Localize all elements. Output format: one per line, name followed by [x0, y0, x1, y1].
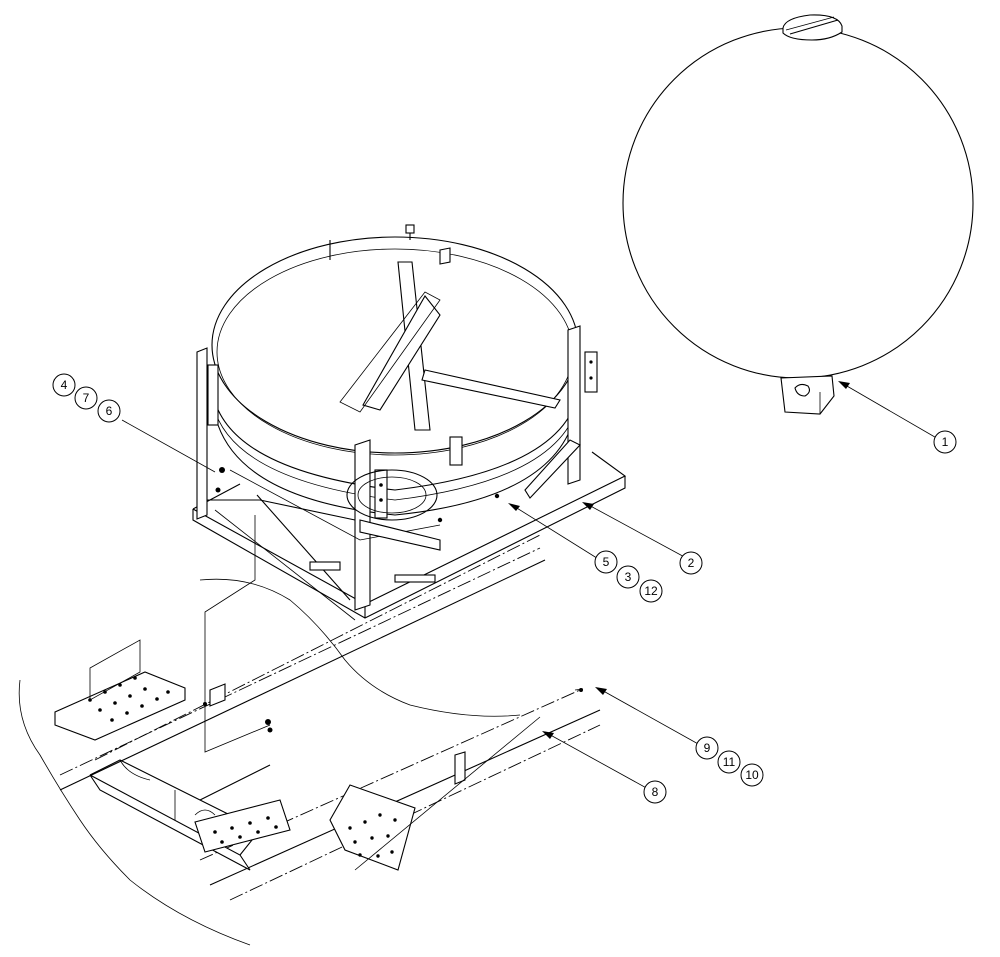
break-line-left — [18, 679, 251, 946]
spherical-tank — [622, 14, 974, 415]
mounting-bracket-plate — [329, 784, 416, 871]
break-line-top — [199, 578, 521, 717]
cradle-band-ring — [211, 236, 579, 454]
cradle-drain-ring — [346, 469, 438, 521]
callout-label-11: 11 — [723, 755, 736, 769]
callout-bubble-5: 5 — [594, 550, 618, 574]
callout-bubble-8: 8 — [643, 780, 667, 804]
callout-bubble-6: 6 — [97, 399, 121, 423]
callout-label-8: 8 — [652, 785, 659, 799]
callout-label-10: 10 — [745, 768, 759, 782]
callout-bubble-4: 4 — [52, 373, 76, 397]
tank-lid — [782, 14, 843, 41]
tank-cradle-frame — [192, 224, 627, 621]
callout-bubble-2: 2 — [679, 551, 703, 575]
callout-label-3: 3 — [625, 570, 632, 584]
vehicle-chassis-frame — [18, 534, 601, 946]
callout-label-6: 6 — [106, 404, 113, 418]
assembly-guide-lines — [204, 515, 584, 871]
callout-label-9: 9 — [704, 741, 711, 755]
tank-sphere — [622, 27, 974, 379]
cradle-base-edge — [192, 451, 627, 605]
callout-label-1: 1 — [942, 435, 949, 449]
callout-label-2: 2 — [688, 556, 695, 570]
callout-bubble-7: 7 — [74, 386, 98, 410]
callout-bubble-11: 11 — [717, 750, 741, 774]
cradle-corner-posts — [196, 247, 581, 611]
perforated-step-plate-left — [54, 639, 186, 741]
callout-bubble-9: 9 — [695, 736, 719, 760]
callout-bubble-12: 12 — [639, 579, 663, 603]
callout-label-5: 5 — [603, 555, 610, 569]
leader-lines — [121, 381, 941, 791]
perforated-step-plate-right — [194, 799, 291, 853]
callout-label-12: 12 — [644, 584, 658, 598]
callout-bubble-10: 10 — [740, 763, 764, 787]
callout-bubble-3: 3 — [616, 565, 640, 589]
callout-label-4: 4 — [61, 378, 68, 392]
tank-outlet-sump — [780, 375, 835, 415]
callout-bubble-1: 1 — [933, 430, 957, 454]
callout-label-7: 7 — [83, 391, 90, 405]
